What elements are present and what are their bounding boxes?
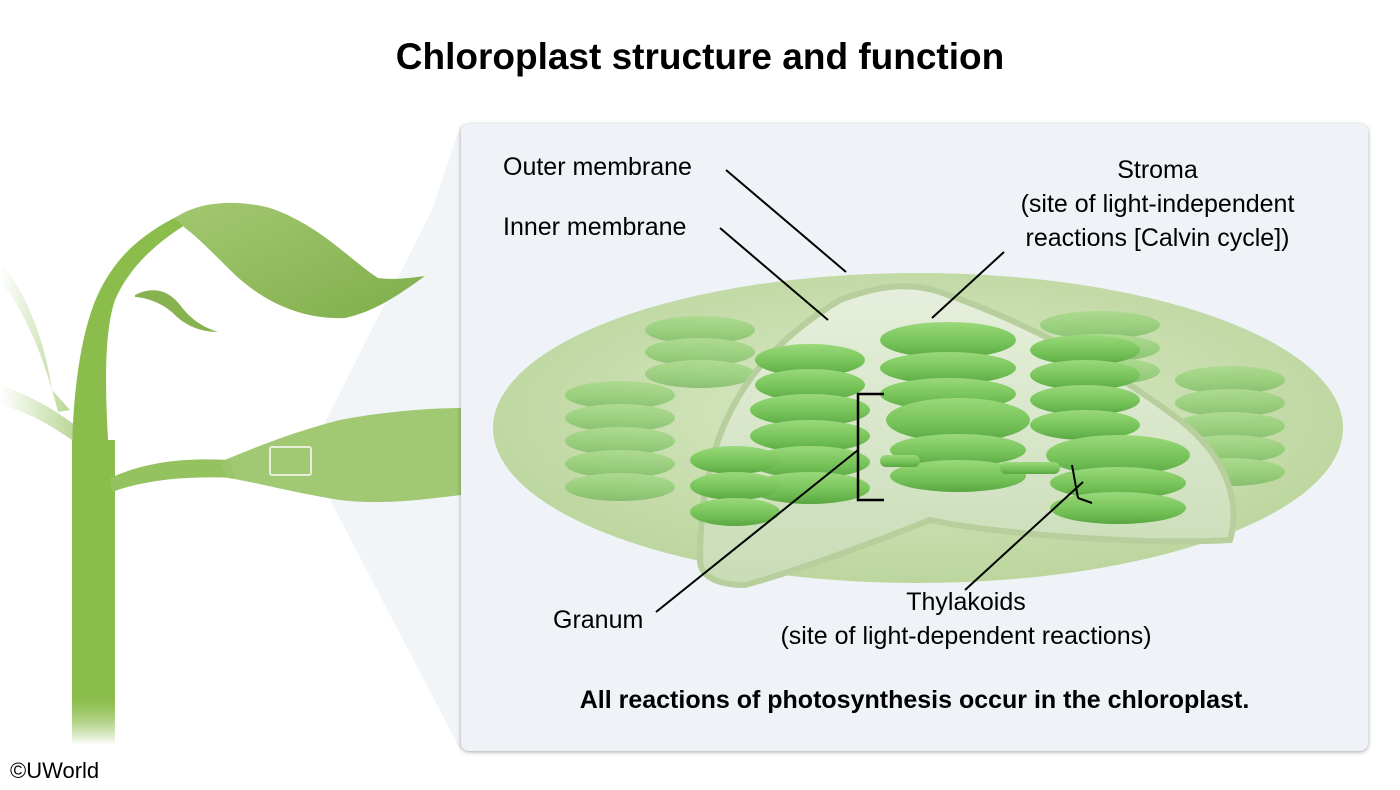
lower-branch <box>110 459 236 492</box>
lower-leaf <box>220 408 461 503</box>
granum-leader <box>655 449 859 613</box>
stroma-leader <box>931 251 1005 319</box>
leaf-zoom-box <box>269 446 312 476</box>
granum-bracket <box>856 392 884 502</box>
granum-label: Granum <box>553 606 644 634</box>
side-branch-lower <box>0 385 75 440</box>
summary-statement: All reactions of photosynthesis occur in… <box>579 686 1250 714</box>
thylakoids-desc: (site of light-dependent reactions) <box>780 622 1152 650</box>
upper-leaf <box>175 202 425 319</box>
inner-membrane-leader <box>719 227 829 321</box>
stroma-label: Stroma (site of light-independent reacti… <box>1000 153 1315 255</box>
outer-membrane-label: Outer membrane <box>503 153 692 181</box>
thylakoids-label: Thylakoids (site of light-dependent reac… <box>755 585 1177 653</box>
small-leaf <box>135 290 218 332</box>
thylakoids-name: Thylakoids <box>906 588 1026 616</box>
copyright-notice: ©UWorld <box>10 758 100 783</box>
leader-lines <box>655 169 1093 613</box>
inner-membrane-label: Inner membrane <box>503 213 687 241</box>
thylakoid-leader-a <box>1071 464 1079 499</box>
diagram-title: Chloroplast structure and function <box>395 36 1005 77</box>
thylakoid-leader <box>964 481 1084 591</box>
stroma-desc-line2: reactions [Calvin cycle]) <box>1025 224 1290 252</box>
grana-stacks <box>690 322 1190 526</box>
outer-membrane-leader <box>725 169 847 273</box>
side-branch <box>0 262 70 412</box>
stroma-desc-line1: (site of light-independent <box>1020 190 1295 218</box>
stroma-name: Stroma <box>1117 156 1198 184</box>
thylakoid-leader-b <box>1077 497 1093 504</box>
